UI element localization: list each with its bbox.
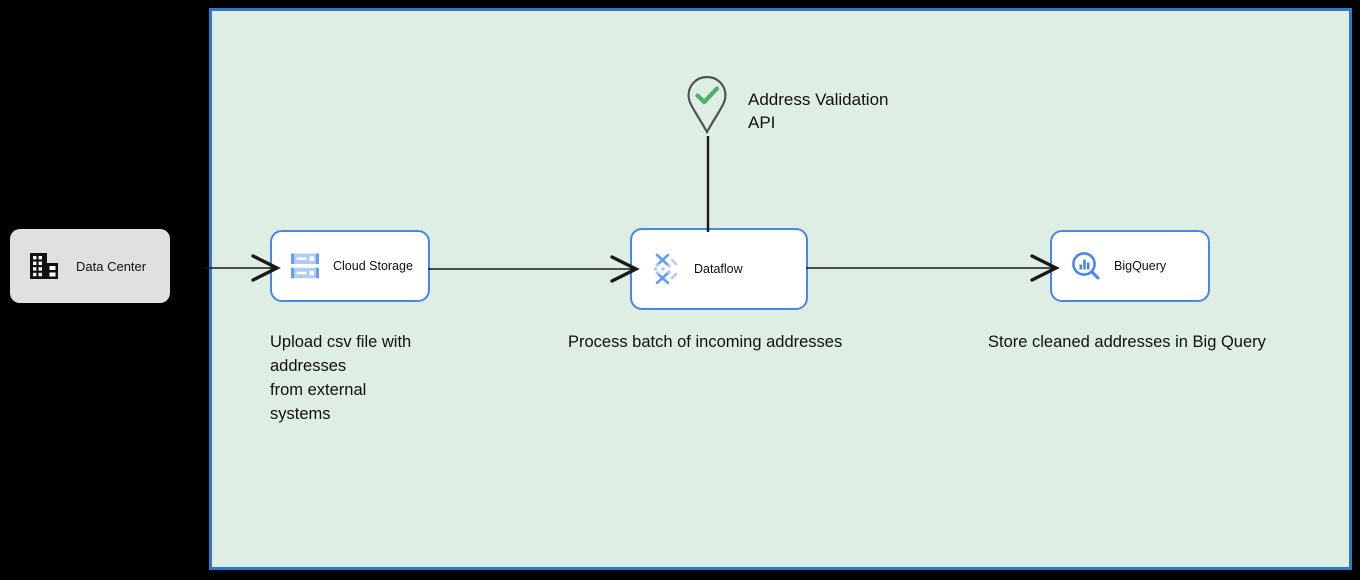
caption-dataflow: Process batch of incoming addresses [568, 333, 843, 351]
dataflow-icon [653, 253, 678, 285]
node-address-validation-api[interactable]: Address Validation API [686, 75, 936, 145]
node-address-validation-api-label: Address Validation API [748, 90, 889, 132]
node-data-center-label: Data Center [76, 258, 147, 274]
node-dataflow[interactable]: Dataflow [630, 228, 808, 310]
caption-bigquery: Store cleaned addresses in Big Query [988, 333, 1266, 351]
building-icon [30, 253, 58, 279]
connector-cloud-storage-to-dataflow[interactable] [428, 249, 640, 289]
node-bigquery-label: BigQuery [1114, 259, 1167, 273]
connector-data-center-to-cloud-storage[interactable] [205, 248, 281, 288]
cloud-storage-icon [291, 253, 319, 279]
node-data-center[interactable]: Data Center [10, 229, 170, 303]
connector-address-validation-api-to-dataflow[interactable] [696, 136, 720, 232]
caption-cloud-storage: Upload csv file with addresses from exte… [270, 333, 412, 423]
node-dataflow-label: Dataflow [694, 262, 743, 276]
map-pin-check-icon [687, 75, 727, 135]
node-bigquery[interactable]: BigQuery [1050, 230, 1210, 302]
connector-dataflow-to-bigquery[interactable] [806, 248, 1060, 288]
bigquery-icon [1072, 252, 1100, 280]
node-cloud-storage-label: Cloud Storage [333, 259, 413, 273]
node-cloud-storage[interactable]: Cloud Storage [270, 230, 430, 302]
